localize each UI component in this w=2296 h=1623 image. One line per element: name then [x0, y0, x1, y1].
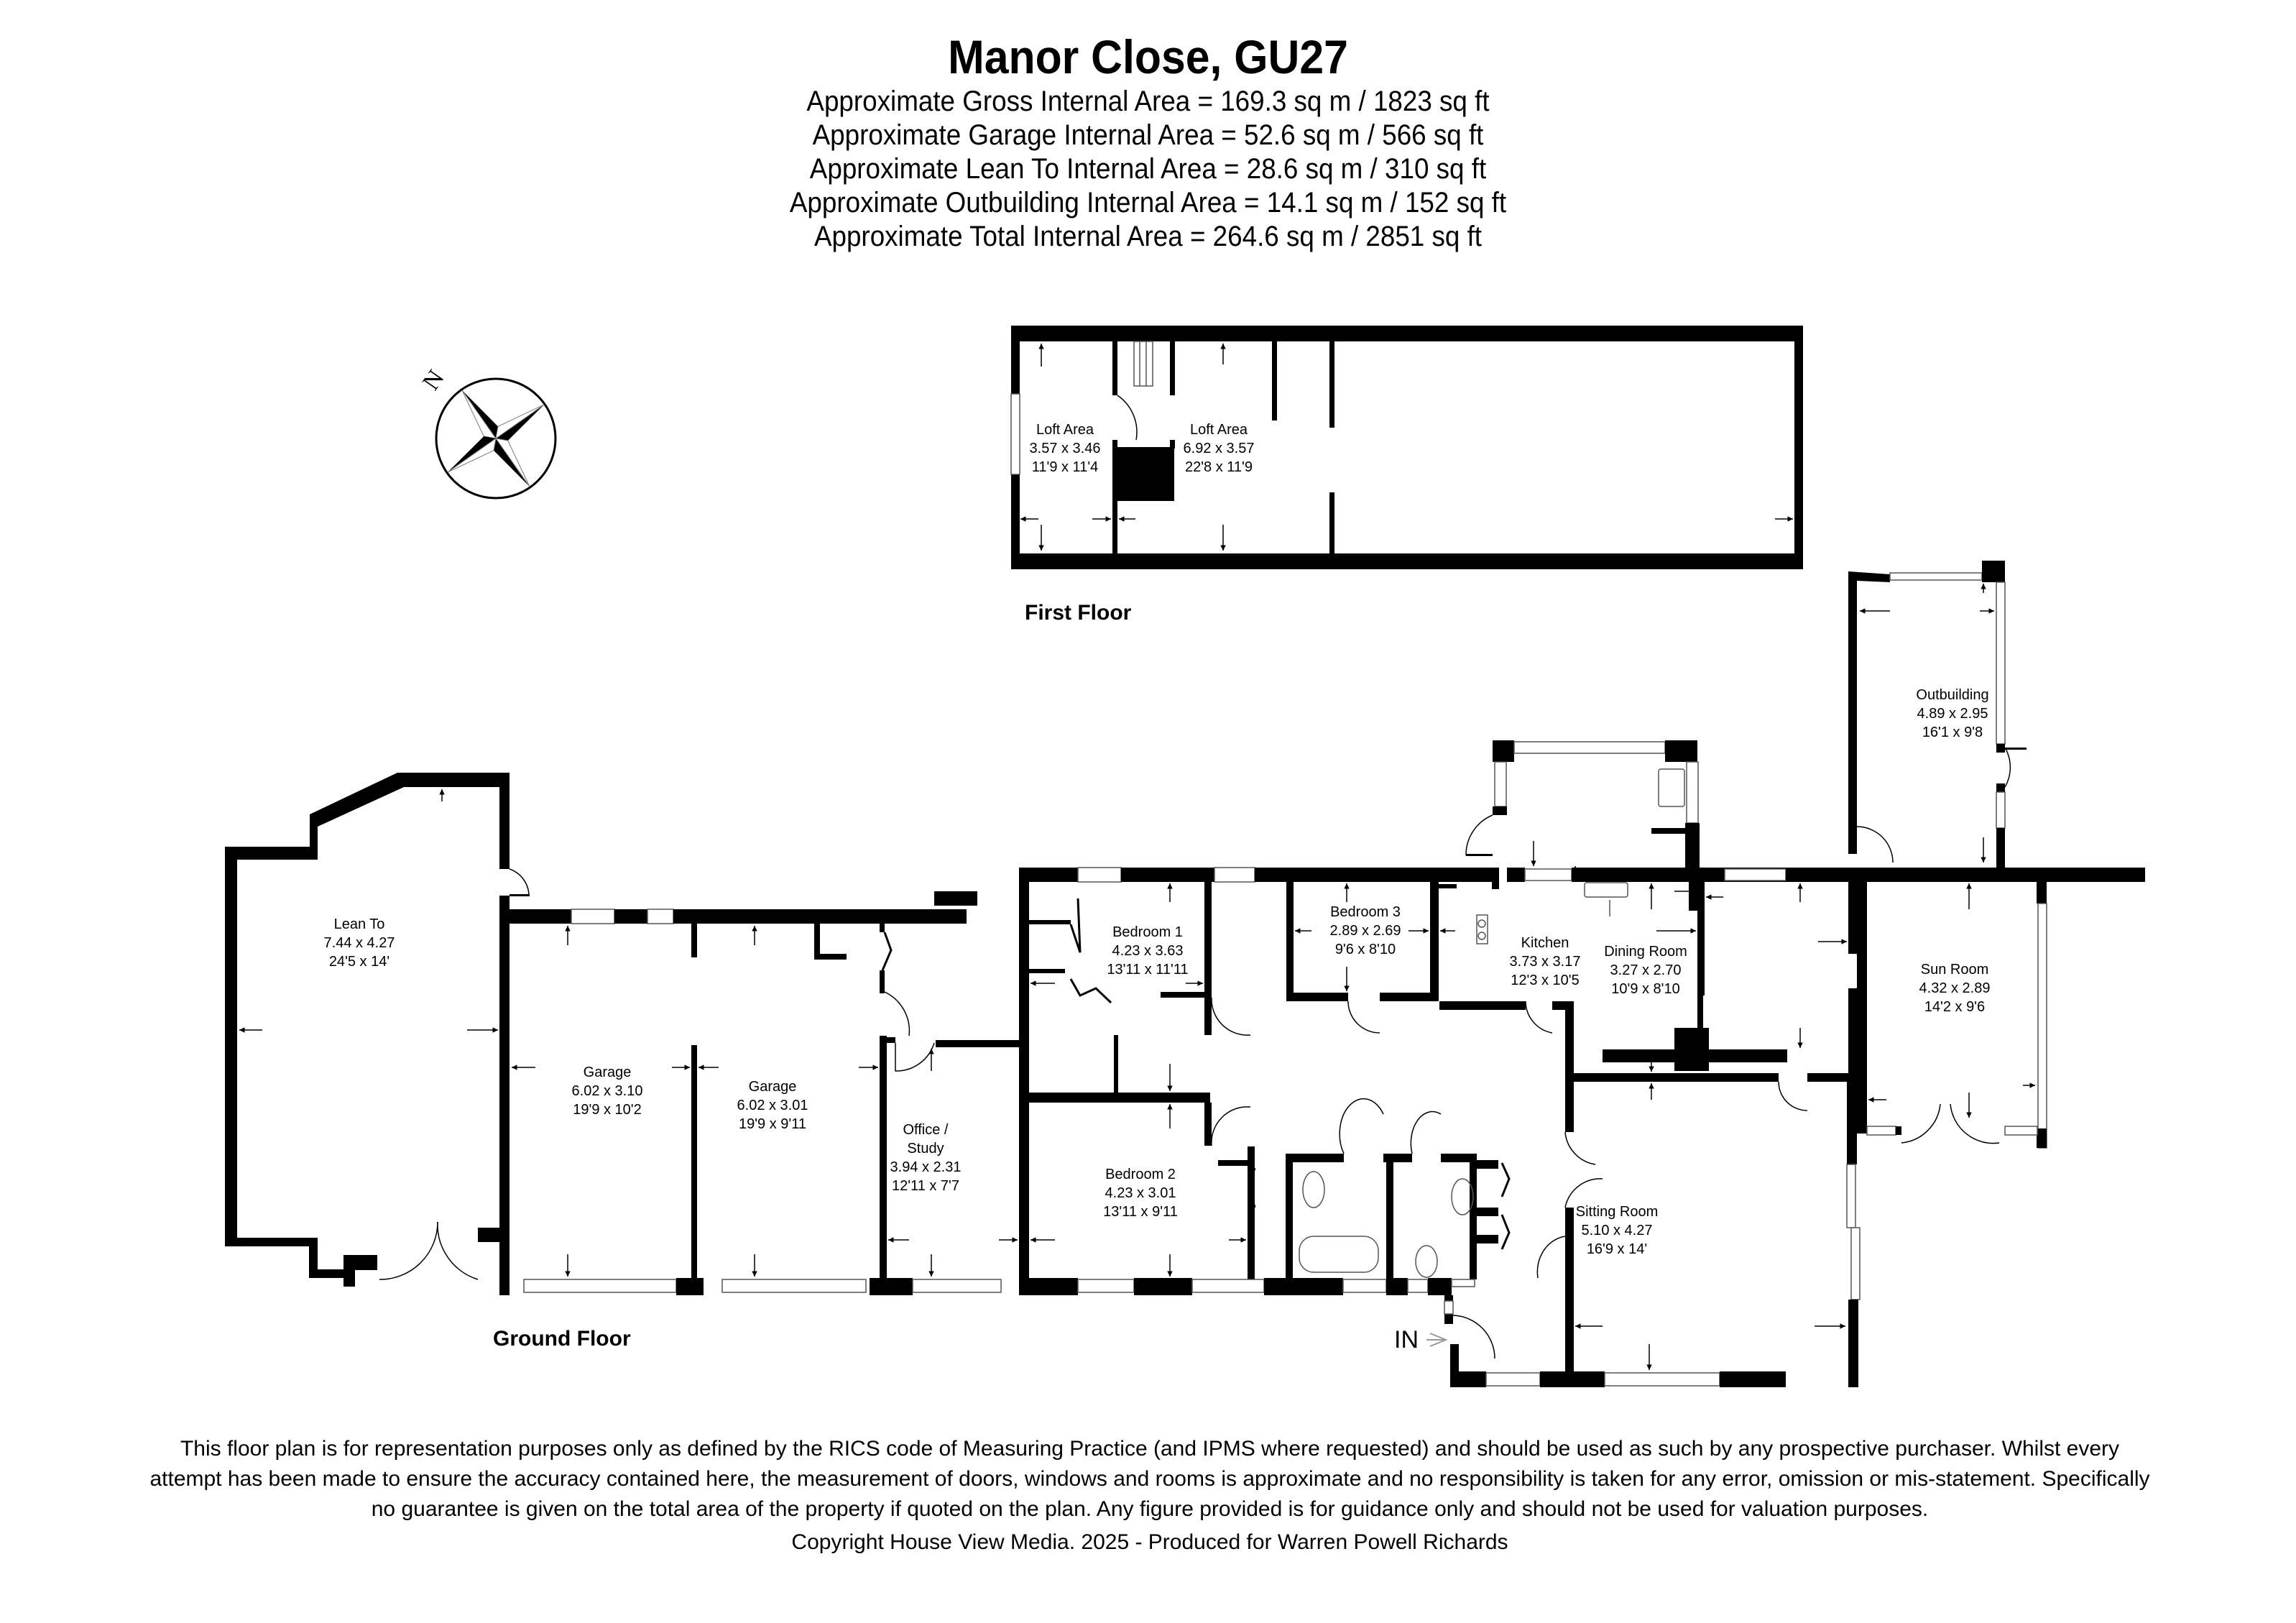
- plan-footer: This floor plan is for representation pu…: [144, 1434, 2156, 1558]
- svg-text:Outbuilding: Outbuilding: [1916, 687, 1988, 703]
- svg-text:14'2 x 9'6: 14'2 x 9'6: [1924, 999, 1985, 1015]
- svg-text:Garage: Garage: [584, 1065, 632, 1080]
- svg-text:6.92 x 3.57: 6.92 x 3.57: [1184, 441, 1255, 456]
- bath-icon: [1299, 1236, 1379, 1273]
- room-sun-room: Sun Room 4.32 x 2.89 14'2 x 9'6: [1919, 962, 1991, 1015]
- ground-floor-label: Ground Floor: [493, 1327, 631, 1351]
- svg-text:4.23 x 3.63: 4.23 x 3.63: [1112, 943, 1184, 959]
- first-floor-label: First Floor: [1025, 601, 1132, 625]
- lean-to-area: Approximate Lean To Internal Area = 28.6…: [809, 153, 1487, 185]
- room-garage-1: Garage 6.02 x 3.10 19'9 x 10'2: [572, 1065, 643, 1118]
- svg-text:4.23 x 3.01: 4.23 x 3.01: [1105, 1185, 1176, 1201]
- svg-text:6.02 x 3.10: 6.02 x 3.10: [572, 1083, 643, 1099]
- svg-text:Loft Area: Loft Area: [1036, 422, 1094, 438]
- room-loft-area-1: Loft Area 3.57 x 3.46 11'9 x 11'4: [1030, 422, 1101, 475]
- svg-text:13'11 x 9'11: 13'11 x 9'11: [1103, 1204, 1178, 1220]
- svg-text:3.94 x 2.31: 3.94 x 2.31: [890, 1159, 962, 1175]
- first-floor-room-labels: Loft Area 3.57 x 3.46 11'9 x 11'4 Loft A…: [1030, 422, 1255, 475]
- svg-text:Loft Area: Loft Area: [1190, 422, 1248, 438]
- svg-text:5.10 x 4.27: 5.10 x 4.27: [1582, 1223, 1653, 1238]
- ground-floor-plan: [225, 561, 2145, 1387]
- room-garage-2: Garage 6.02 x 3.01 19'9 x 9'11: [737, 1079, 808, 1132]
- property-title: Manor Close, GU27: [948, 30, 1348, 83]
- kitchen-sink-icon: [1584, 882, 1628, 898]
- ground-floor-dimension-arrows: [239, 584, 2035, 1370]
- copyright-text: Copyright House View Media. 2025 - Produ…: [791, 1530, 1508, 1554]
- svg-text:Kitchen: Kitchen: [1521, 935, 1569, 951]
- hob-icon: [1476, 914, 1488, 944]
- svg-text:3.57 x 3.46: 3.57 x 3.46: [1030, 441, 1101, 456]
- north-label: N: [418, 365, 449, 395]
- svg-text:Lean To: Lean To: [334, 916, 385, 932]
- svg-text:Bedroom 3: Bedroom 3: [1330, 904, 1401, 920]
- first-floor-plan: [1010, 326, 1803, 569]
- svg-text:Bedroom 2: Bedroom 2: [1105, 1167, 1176, 1182]
- svg-text:Study: Study: [907, 1141, 944, 1157]
- room-office-study: Office / Study 3.94 x 2.31 12'11 x 7'7: [890, 1122, 962, 1194]
- basin-icon: [1302, 1171, 1325, 1208]
- svg-text:3.27 x 2.70: 3.27 x 2.70: [1610, 962, 1682, 978]
- svg-text:13'11 x 11'11: 13'11 x 11'11: [1107, 962, 1188, 978]
- svg-text:Bedroom 1: Bedroom 1: [1112, 924, 1183, 940]
- svg-text:Sitting Room: Sitting Room: [1576, 1204, 1659, 1220]
- first-floor-dimension-arrows: [1020, 344, 1793, 551]
- svg-text:19'9 x 9'11: 19'9 x 9'11: [739, 1116, 806, 1132]
- plan-header: Manor Close, GU27 Approximate Gross Inte…: [0, 29, 2296, 254]
- svg-text:Garage: Garage: [749, 1079, 797, 1095]
- ground-floor-room-labels: Lean To 7.44 x 4.27 24'5 x 14' Garage 6.…: [324, 687, 1991, 1257]
- utility-sink-icon: [1658, 768, 1685, 807]
- room-lean-to: Lean To 7.44 x 4.27 24'5 x 14': [324, 916, 395, 970]
- garage-area: Approximate Garage Internal Area = 52.6 …: [812, 119, 1484, 151]
- svg-text:3.73 x 3.17: 3.73 x 3.17: [1510, 954, 1581, 970]
- svg-text:22'8 x 11'9: 22'8 x 11'9: [1185, 459, 1253, 475]
- svg-text:7.44 x 4.27: 7.44 x 4.27: [324, 935, 395, 951]
- room-dining-room: Dining Room 3.27 x 2.70 10'9 x 8'10: [1604, 944, 1687, 997]
- compass-rose-icon: N: [418, 365, 557, 500]
- svg-text:2.89 x 2.69: 2.89 x 2.69: [1330, 923, 1401, 939]
- svg-text:19'9 x 10'2: 19'9 x 10'2: [573, 1102, 642, 1118]
- room-kitchen: Kitchen 3.73 x 3.17 12'3 x 10'5: [1510, 935, 1581, 988]
- outbuilding-area: Approximate Outbuilding Internal Area = …: [789, 187, 1507, 219]
- svg-text:16'1 x 9'8: 16'1 x 9'8: [1922, 725, 1983, 740]
- svg-text:24'5 x 14': 24'5 x 14': [329, 954, 389, 970]
- svg-text:9'6 x 8'10: 9'6 x 8'10: [1335, 942, 1396, 957]
- svg-text:4.32 x 2.89: 4.32 x 2.89: [1919, 980, 1991, 996]
- room-bedroom-1: Bedroom 1 4.23 x 3.63 13'11 x 11'11: [1107, 924, 1188, 978]
- room-loft-area-2: Loft Area 6.92 x 3.57 22'8 x 11'9: [1184, 422, 1255, 475]
- room-bedroom-2: Bedroom 2 4.23 x 3.01 13'11 x 9'11: [1103, 1167, 1178, 1220]
- svg-text:Dining Room: Dining Room: [1604, 944, 1687, 960]
- svg-text:4.89 x 2.95: 4.89 x 2.95: [1917, 706, 1988, 722]
- svg-text:Sun Room: Sun Room: [1921, 962, 1989, 978]
- svg-text:16'9 x 14': 16'9 x 14': [1587, 1241, 1647, 1257]
- svg-text:Office /: Office /: [903, 1122, 949, 1138]
- disclaimer-text: This floor plan is for representation pu…: [149, 1437, 2150, 1521]
- toilet-icon: [1415, 1245, 1438, 1278]
- entrance-arrow-icon: [1426, 1333, 1448, 1347]
- svg-text:11'9 x 11'4: 11'9 x 11'4: [1032, 459, 1099, 475]
- room-bedroom-3: Bedroom 3 2.89 x 2.69 9'6 x 8'10: [1330, 904, 1401, 957]
- room-outbuilding: Outbuilding 4.89 x 2.95 16'1 x 9'8: [1916, 687, 1988, 740]
- room-sitting-room: Sitting Room 5.10 x 4.27 16'9 x 14': [1576, 1204, 1659, 1257]
- svg-text:6.02 x 3.01: 6.02 x 3.01: [737, 1098, 808, 1113]
- svg-text:12'3 x 10'5: 12'3 x 10'5: [1511, 973, 1580, 988]
- fixtures: [1299, 768, 1685, 1278]
- svg-text:12'11 x 7'7: 12'11 x 7'7: [892, 1178, 959, 1194]
- gross-area: Approximate Gross Internal Area = 169.3 …: [806, 86, 1490, 117]
- total-area: Approximate Total Internal Area = 264.6 …: [813, 221, 1483, 252]
- svg-text:10'9 x 8'10: 10'9 x 8'10: [1611, 981, 1680, 997]
- wc-basin-icon: [1451, 1178, 1474, 1215]
- entrance-label: IN: [1394, 1326, 1419, 1353]
